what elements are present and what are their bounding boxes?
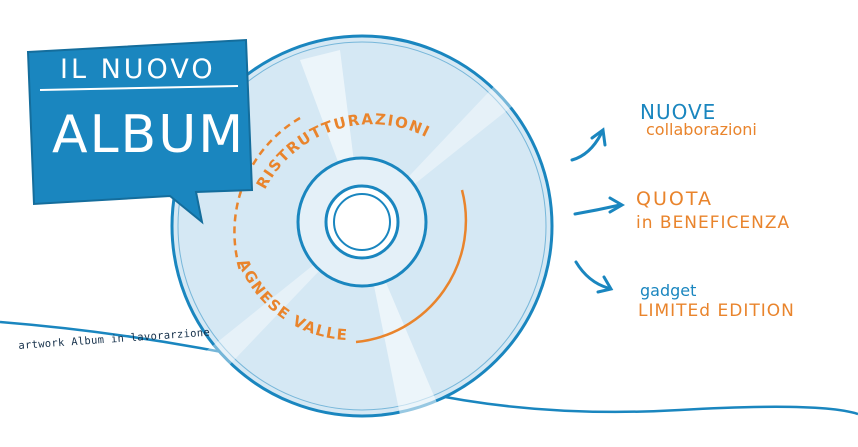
feature-line1: gadget <box>640 281 697 300</box>
badge-line1: IL NUOVO <box>60 54 216 85</box>
feature-line1: NUOVE <box>640 100 717 124</box>
feature-line2: LIMITEd EDITION <box>638 301 795 321</box>
cd-disc <box>170 34 554 418</box>
arrow-icon <box>573 196 625 216</box>
feature-line2: in BENEFICENZA <box>636 213 791 233</box>
feature-beneficenza: QUOTA in BENEFICENZA <box>636 190 790 232</box>
arrow-icon <box>574 260 614 294</box>
arrow-icon <box>570 127 607 162</box>
album-badge: IL NUOVO ALBUM <box>26 38 254 225</box>
badge-line2: ALBUM <box>52 105 245 165</box>
feature-collaborazioni: NUOVE collaborazioni <box>640 102 757 138</box>
feature-gadget: gadget LIMITEd EDITION <box>638 283 795 320</box>
feature-line2: collaborazioni <box>646 120 757 139</box>
feature-line1: QUOTA <box>636 188 713 210</box>
